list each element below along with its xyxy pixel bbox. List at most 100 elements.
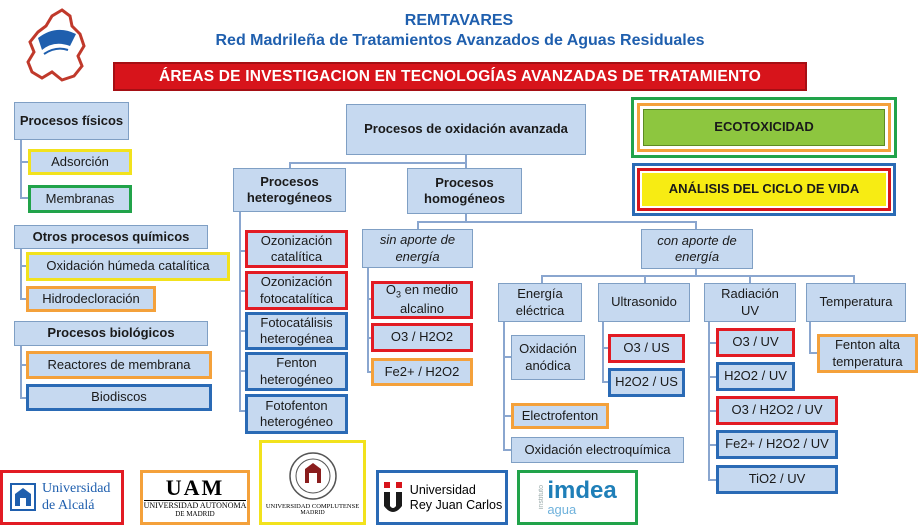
ucm-seal-icon: [288, 452, 337, 500]
adsorcion-box: Adsorción: [28, 149, 132, 175]
madrid-map-icon: [26, 8, 86, 82]
connector: [503, 449, 511, 451]
madrid-map-logo: [22, 6, 94, 88]
connector: [20, 397, 28, 399]
connector: [20, 298, 28, 300]
connector: [708, 342, 716, 344]
ciclo-vida-frame: ANÁLISIS DEL CICLO DE VIDA: [632, 163, 896, 216]
connector: [644, 275, 646, 283]
connector: [20, 249, 22, 299]
o3-alcalino-label: O3 en medio alcalino: [385, 282, 459, 317]
oxidacion-anodica-box: Oxidación anódica: [511, 335, 585, 380]
fe-h2o2-uv-box: Fe2+ / H2O2 / UV: [716, 430, 838, 459]
connector: [417, 221, 697, 223]
connector: [503, 322, 505, 450]
oxidacion-avanzada-box: Procesos de oxidación avanzada: [346, 104, 586, 155]
biodiscos-box: Biodiscos: [26, 384, 212, 411]
uam-monogram: UAM: [165, 475, 225, 500]
connector: [239, 250, 247, 252]
connector: [367, 268, 369, 372]
ecotoxicidad-inner-frame: ECOTOXICIDAD: [637, 103, 891, 152]
o3-h2o2-box: O3 / H2O2: [371, 323, 473, 352]
urjc-line2: Rey Juan Carlos: [409, 497, 503, 512]
connector: [20, 364, 28, 366]
connector: [695, 269, 697, 276]
imdea-top: instituto: [538, 485, 546, 510]
network-name: Red Madrileña de Tratamientos Avanzados …: [215, 32, 705, 49]
ultrasonido-box: Ultrasonido: [598, 283, 690, 322]
universidad-alcala-logo: Universidad de Alcalá: [0, 470, 124, 525]
connector: [503, 415, 511, 417]
o3-medio-alcalino-box: O3 en medio alcalino: [371, 281, 473, 319]
connector: [20, 346, 22, 398]
uam-logo: UAM UNIVERSIDAD AUTONOMA DE MADRID: [140, 470, 250, 525]
otros-procesos-quimicos-box: Otros procesos químicos: [14, 225, 208, 249]
hidrodecloracion-box: Hidrodecloración: [26, 286, 156, 312]
ecotoxicidad-frame: ECOTOXICIDAD: [631, 97, 897, 158]
connector: [503, 356, 511, 358]
connector: [695, 221, 697, 229]
connector: [602, 322, 604, 382]
energia-electrica-box: Energía eléctrica: [498, 283, 582, 322]
radiacion-uv-box: Radiación UV: [704, 283, 796, 322]
imdea-sub: agua: [547, 502, 577, 517]
imdea-wordmark: imdea: [547, 477, 617, 504]
o3-us-box: O3 / US: [608, 334, 685, 363]
connector: [20, 197, 30, 199]
connector: [708, 410, 716, 412]
membranas-box: Membranas: [28, 185, 132, 213]
title-banner-text: ÁREAS DE INVESTIGACION EN TECNOLOGÍAS AV…: [159, 67, 761, 85]
connector: [20, 140, 22, 198]
connector: [367, 337, 373, 339]
oxidacion-electroquimica-box: Oxidación electroquímica: [511, 437, 684, 463]
fotofenton-heterogeneo-box: Fotofenton heterogéneo: [245, 394, 348, 434]
connector: [239, 410, 247, 412]
urjc-logo: Universidad Rey Juan Carlos: [376, 470, 508, 525]
procesos-heterogeneos-box: Procesos heterogéneos: [233, 168, 346, 212]
ecotoxicidad-box: ECOTOXICIDAD: [643, 109, 885, 146]
ciclo-vida-inner-frame: ANÁLISIS DEL CICLO DE VIDA: [637, 168, 891, 211]
connector: [708, 322, 710, 481]
uam-city: DE MADRID: [175, 510, 215, 518]
connector: [602, 381, 608, 383]
connector: [289, 162, 467, 164]
procesos-fisicos-box: Procesos físicos: [14, 102, 129, 140]
connector: [465, 155, 467, 164]
ucm-logo: UNIVERSIDAD COMPLUTENSE MADRID: [259, 440, 366, 525]
connector: [541, 275, 543, 283]
o3-uv-box: O3 / UV: [716, 328, 795, 357]
connector: [239, 212, 241, 410]
reactores-membrana-box: Reactores de membrana: [26, 351, 212, 379]
fenton-alta-temperatura-box: Fenton alta temperatura: [817, 334, 918, 373]
connector: [20, 161, 30, 163]
connector: [465, 214, 467, 223]
electrofenton-box: Electrofenton: [511, 403, 609, 429]
imdea-agua-logo: instituto imdea agua: [517, 470, 638, 525]
connector: [708, 479, 716, 481]
o3-h2o2-uv-box: O3 / H2O2 / UV: [716, 396, 838, 425]
ciclo-vida-box: ANÁLISIS DEL CICLO DE VIDA: [642, 173, 886, 206]
h2o2-uv-box: H2O2 / UV: [716, 362, 795, 391]
urjc-u-icon: [383, 481, 402, 512]
fe-h2o2-box: Fe2+ / H2O2: [371, 358, 473, 386]
connector: [417, 221, 419, 229]
connector: [809, 322, 811, 354]
tio2-uv-box: TiO2 / UV: [716, 465, 838, 494]
connector: [289, 162, 291, 170]
ozonizacion-catalitica-box: Ozonización catalítica: [245, 230, 348, 268]
sin-aporte-energia-box: sin aporte de energía: [362, 229, 473, 268]
network-acronym: REMTAVARES: [404, 12, 514, 29]
connector: [367, 371, 373, 373]
connector: [853, 275, 855, 283]
connector: [602, 347, 608, 349]
alcala-crest-icon: [10, 482, 36, 511]
ucm-name: UNIVERSIDAD COMPLUTENSE: [265, 503, 360, 510]
fotocatalisis-box: Fotocatálisis heterogénea: [245, 312, 348, 350]
procesos-biologicos-box: Procesos biológicos: [14, 321, 208, 346]
procesos-homogeneos-box: Procesos homogéneos: [407, 168, 522, 214]
temperatura-box: Temperatura: [806, 283, 906, 322]
connector: [239, 330, 247, 332]
connector: [708, 444, 716, 446]
h2o2-us-box: H2O2 / US: [608, 368, 685, 397]
con-aporte-energia-box: con aporte de energía: [641, 229, 753, 269]
